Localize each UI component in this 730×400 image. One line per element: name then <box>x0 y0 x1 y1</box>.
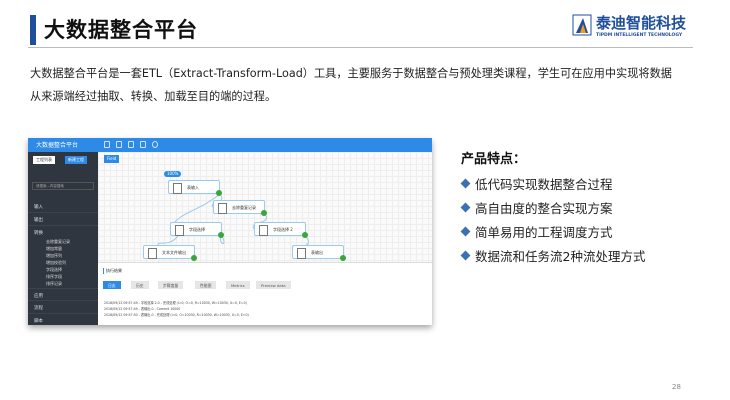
app-screenshot: 大数据整合平台 工程列表 新建工程 请搜索...内容搜索 输入 输出 转换 去除… <box>28 138 432 325</box>
project-list-button[interactable]: 工程列表 <box>33 156 55 164</box>
flow-node[interactable]: 表输出 <box>292 245 346 261</box>
diamond-bullet-icon <box>460 226 471 237</box>
flow-edge <box>305 235 310 246</box>
node-label: 字段选择 <box>189 227 205 232</box>
sidebar: 工程列表 新建工程 请搜索...内容搜索 输入 输出 转换 去除重复记录 增加常… <box>28 152 98 325</box>
slide-description: 大数据整合平台是一套ETL（Extract-Transform-Load）工具，… <box>30 67 672 103</box>
flow-edge <box>157 235 179 246</box>
export-icon <box>140 141 146 148</box>
flow-node[interactable]: 字段选择 2 <box>254 222 308 238</box>
feature-item: 低代码实现数据整合过程 <box>460 174 613 193</box>
app-title: 大数据整合平台 <box>36 142 79 149</box>
sidebar-item-app[interactable]: 应用 <box>28 288 98 301</box>
new-project-button[interactable]: 新建工程 <box>65 156 87 164</box>
open-icon <box>116 141 122 148</box>
diamond-bullet-icon <box>460 250 471 261</box>
node-label: 表输入 <box>187 185 199 190</box>
divider <box>28 47 693 48</box>
success-icon <box>261 210 267 216</box>
result-panel: 执行结果 日志 历史 步骤度量 性能图 Metrics Preview data… <box>98 262 432 325</box>
flow-node[interactable]: 去除重复记录 <box>213 200 267 216</box>
sidebar-item-transform[interactable]: 转换 <box>34 231 43 236</box>
features-title: 产品特点： <box>461 152 527 167</box>
feature-text: 数据流和任务流2种流处理方式 <box>475 249 646 264</box>
sidebar-item-input[interactable]: 输入 <box>28 200 98 213</box>
zoom-level[interactable]: 100% <box>164 171 182 177</box>
sidebar-subitem[interactable]: 排序字段 <box>46 274 62 279</box>
node-label: 表输出 <box>311 250 323 255</box>
tab-performance[interactable]: 性能图 <box>195 281 217 289</box>
log-line: 2018/09/12 09:57:49 - 字段选择 2.0 - 完成处理 (I… <box>104 301 247 305</box>
flow-node[interactable]: 字段选择 <box>170 222 224 238</box>
diamond-bullet-icon <box>460 202 471 213</box>
logo-name: 泰迪智能科技 <box>596 14 687 32</box>
title-accent-bar <box>30 15 36 45</box>
result-title: 执行结果 <box>103 268 122 274</box>
sidebar-subitem[interactable]: 增加常量 <box>46 246 62 251</box>
feature-item: 简单易用的工程调度方式 <box>460 222 613 241</box>
sidebar-item-output[interactable]: 输出 <box>28 213 98 226</box>
diamond-bullet-icon <box>460 178 471 189</box>
app-header: 大数据整合平台 <box>28 138 432 152</box>
sidebar-subitem[interactable]: 增加校验列 <box>46 260 66 265</box>
field-dropdown[interactable]: Field <box>104 155 120 163</box>
sidebar-subitem[interactable]: 增加序列 <box>46 253 62 258</box>
logo-tagline: TIPDM INTELLIGENT TECHNOLOGY <box>596 33 683 38</box>
logo-mark-icon <box>572 14 592 36</box>
flow-canvas[interactable]: Field 100% 表输入 去除重复记录 字段选择 字段选择 2 文本文件输出… <box>98 152 432 262</box>
settings-icon <box>152 141 158 148</box>
success-icon <box>191 255 197 261</box>
feature-item: 数据流和任务流2种流处理方式 <box>460 246 646 265</box>
sidebar-item-flow[interactable]: 流程 <box>28 301 98 314</box>
node-label: 字段选择 2 <box>273 227 293 232</box>
feature-text: 低代码实现数据整合过程 <box>475 177 613 192</box>
success-icon <box>302 232 308 238</box>
page-number: 28 <box>672 383 681 391</box>
flow-node[interactable]: 表输入 <box>168 180 222 196</box>
success-icon <box>218 232 224 238</box>
success-icon <box>216 190 222 196</box>
flow-node[interactable]: 文本文件输出 <box>143 245 197 261</box>
log-line: 2018/09/12 09:57:49 - 表输出.0 - Commit 100… <box>104 307 181 311</box>
tab-step-metrics[interactable]: 步骤度量 <box>158 281 184 289</box>
tab-history[interactable]: 历史 <box>131 281 149 289</box>
feature-text: 高自由度的整合实现方案 <box>475 201 613 216</box>
search-input[interactable]: 请搜索...内容搜索 <box>32 182 94 190</box>
sidebar-subitem[interactable]: 排序记录 <box>46 281 62 286</box>
tab-preview-data[interactable]: Preview data <box>256 281 291 289</box>
tab-metrics[interactable]: Metrics <box>226 281 250 289</box>
node-label: 文本文件输出 <box>162 250 186 255</box>
tab-log[interactable]: 日志 <box>103 281 121 289</box>
feature-item: 高自由度的整合实现方案 <box>460 198 613 217</box>
node-label: 去除重复记录 <box>232 205 256 210</box>
sidebar-subitem[interactable]: 字段选择 <box>46 267 62 272</box>
feature-text: 简单易用的工程调度方式 <box>475 225 613 240</box>
slide-title: 大数据整合平台 <box>44 18 198 42</box>
list-icon <box>128 141 134 148</box>
log-line: 2018/09/12 09:57:50 - 表输出.0 - 完成处理 (I=0,… <box>104 313 249 317</box>
sidebar-item-script[interactable]: 脚本 <box>28 314 98 325</box>
success-icon <box>340 255 346 261</box>
save-icon <box>104 141 110 148</box>
sidebar-subitem[interactable]: 去除重复记录 <box>46 239 70 244</box>
